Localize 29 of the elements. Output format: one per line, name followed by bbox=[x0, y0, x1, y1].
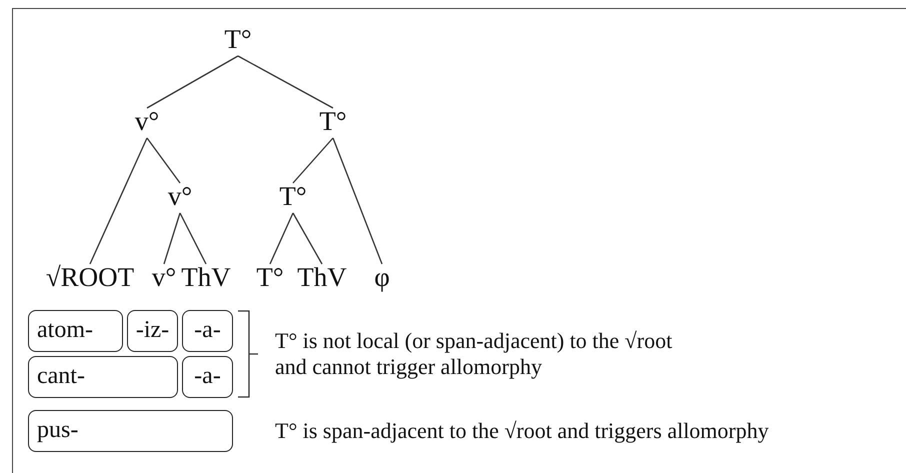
tree-branch bbox=[179, 212, 207, 264]
tree-branch bbox=[238, 55, 334, 109]
tree-node-label: ThV bbox=[297, 262, 347, 292]
tree-node-label: φ bbox=[374, 262, 390, 292]
tree-node-label: T° bbox=[256, 262, 284, 292]
morpheme-box: -a- bbox=[182, 356, 233, 398]
tree-node-label: v° bbox=[152, 262, 176, 292]
morpheme-box: -iz- bbox=[127, 310, 178, 352]
tree-node-label: ThV bbox=[181, 262, 231, 292]
morpheme-box: pus- bbox=[28, 410, 233, 452]
tree-node-label: v° bbox=[168, 181, 192, 211]
tree-node-label: T° bbox=[224, 24, 252, 54]
note-text: T° is not local (or span-adjacent) to the √root and cannot trigger allomorphy bbox=[275, 328, 674, 380]
tree-branch bbox=[269, 212, 294, 264]
tree-branch bbox=[292, 138, 334, 184]
tree-branch bbox=[89, 138, 148, 264]
tree-node-label: T° bbox=[319, 106, 347, 136]
tree-branch bbox=[163, 212, 181, 264]
tree-branch bbox=[146, 138, 181, 184]
note-text: T° is span-adjacent to the √root and triggers allomorphy bbox=[275, 418, 770, 444]
morpheme-box: -a- bbox=[182, 310, 233, 352]
tree-branch bbox=[146, 55, 238, 109]
tree-branch bbox=[292, 212, 323, 264]
morpheme-box: cant- bbox=[28, 356, 178, 398]
tree-node-label: v° bbox=[134, 106, 160, 136]
tree-branch bbox=[332, 138, 383, 264]
tree-node-label: T° bbox=[279, 181, 307, 211]
morpheme-box: atom- bbox=[28, 310, 123, 352]
tree-node-label: √ROOT bbox=[46, 262, 134, 292]
